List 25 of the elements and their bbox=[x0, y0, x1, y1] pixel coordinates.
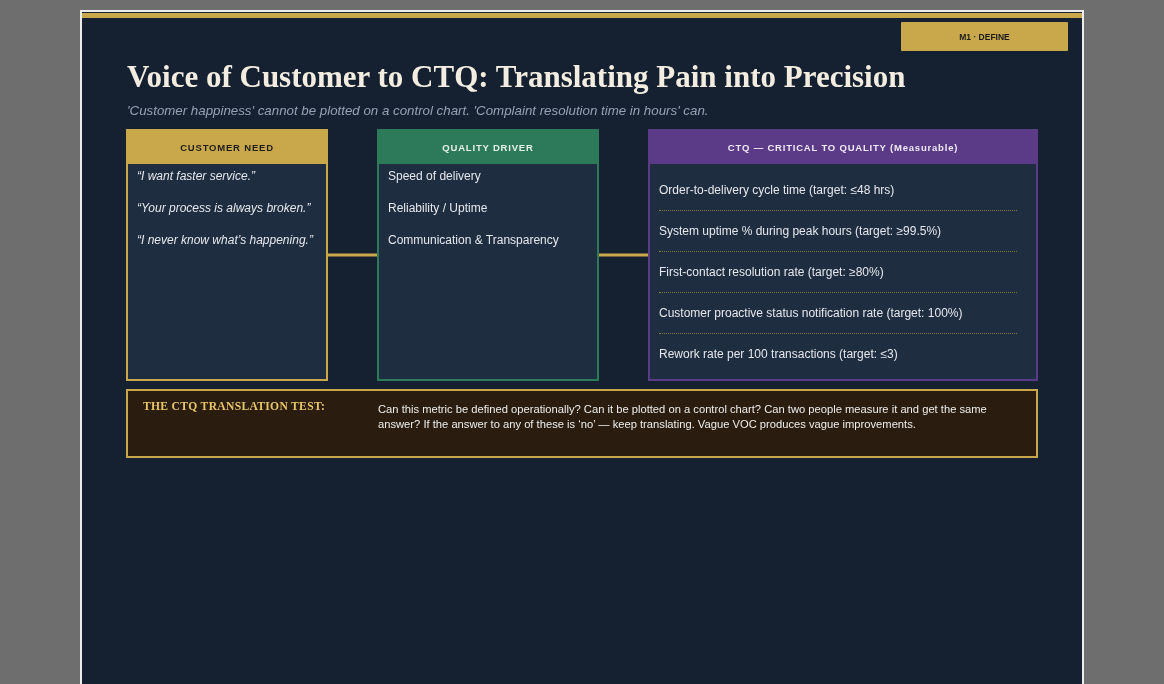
connector-line bbox=[599, 253, 648, 257]
callout-text: Can this metric be defined operationally? Can it be plotted on a control chart? Can two people measure it and get the same answer? If the answer to any of these is ‘no’ — keep translating. Vague VOC produces vague improvements. bbox=[378, 402, 988, 432]
callout-panel bbox=[126, 389, 1038, 458]
column-card bbox=[377, 129, 599, 381]
metric-text: Customer proactive status notification rate (target: 100%) bbox=[659, 305, 964, 321]
metric-text: Order-to-delivery cycle time (target: ≤48 hrs) bbox=[659, 182, 896, 198]
metric-text: Rework rate per 100 transactions (target: ≤3) bbox=[659, 346, 899, 362]
column-card bbox=[126, 129, 328, 381]
callout-heading: THE CTQ TRANSLATION TEST: bbox=[143, 400, 326, 413]
driver-text: Speed of delivery bbox=[388, 168, 482, 184]
column-header: CUSTOMER NEED bbox=[128, 131, 326, 164]
quote-text: “I never know what’s happening.” bbox=[137, 232, 313, 248]
section-tag: M1 · DEFINE bbox=[901, 22, 1068, 51]
quote-text: “I want faster service.” bbox=[137, 168, 257, 184]
column-card bbox=[648, 129, 1038, 381]
slide-title: Voice of Customer to CTQ: Translating Pain into Precision bbox=[127, 59, 906, 95]
driver-text: Reliability / Uptime bbox=[388, 200, 489, 216]
column-header: QUALITY DRIVER bbox=[379, 131, 597, 164]
column-header: CTQ — CRITICAL TO QUALITY (Measurable) bbox=[650, 131, 1036, 164]
subtitle-text: 'Customer happiness' cannot be plotted on a control chart. 'Complaint resolution time in hours' can. bbox=[127, 103, 709, 118]
driver-text: Communication & Transparency bbox=[388, 232, 560, 248]
metric-text: First-contact resolution rate (target: ≥80%) bbox=[659, 264, 885, 280]
quote-text: “Your process is always broken.” bbox=[137, 200, 312, 216]
metric-text: System uptime % during peak hours (target: ≥99.5%) bbox=[659, 223, 943, 239]
connector-line bbox=[328, 253, 377, 257]
